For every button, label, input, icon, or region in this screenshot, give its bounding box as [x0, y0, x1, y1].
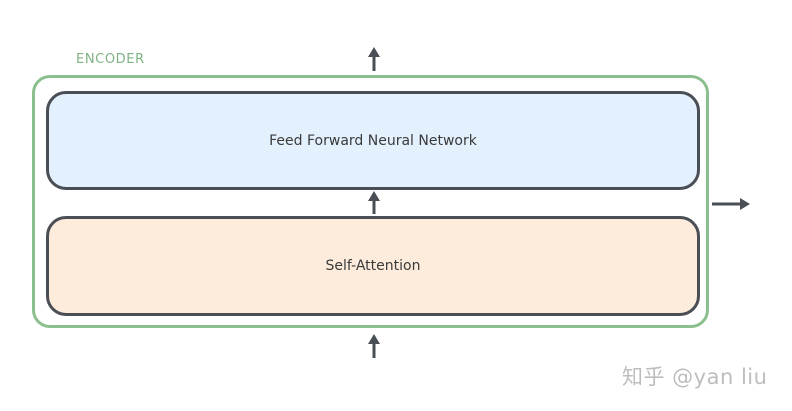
watermark: 知乎 @yan liu: [622, 365, 768, 389]
arrow-right-icon: [712, 198, 750, 210]
arrow-output-up-icon: [368, 47, 380, 71]
arrow-between-layers-icon: [368, 191, 380, 214]
feed-forward-label: Feed Forward Neural Network: [269, 132, 477, 149]
arrow-input-up-icon: [368, 334, 380, 358]
self-attention-label: Self-Attention: [325, 258, 421, 274]
encoder-label: ENCODER: [76, 52, 145, 67]
encoder-box: [32, 75, 709, 328]
self-attention-layer: Self-Attention: [46, 216, 700, 316]
feed-forward-layer: Feed Forward Neural Network: [46, 91, 700, 190]
